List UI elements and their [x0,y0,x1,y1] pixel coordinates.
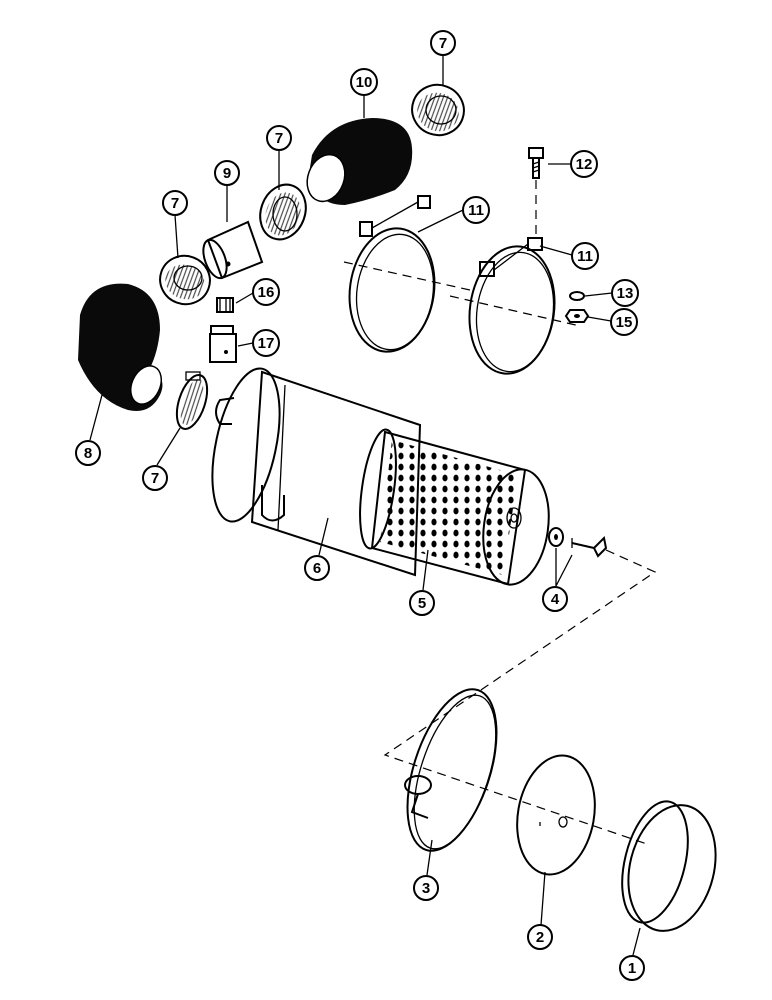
restriction-indicator [209,325,237,363]
callout-label: 7 [171,195,179,212]
air-cleaner-housing [211,367,422,577]
hose-clamp-lower [175,371,209,430]
callout-label: 4 [551,591,560,608]
leader-lines [89,55,641,956]
callout-label: 11 [468,202,484,219]
callout-label: 6 [313,560,321,577]
callout-5: 5 [409,590,435,616]
callout-label: 7 [275,130,283,147]
mounting-band-right [468,237,556,375]
callout-16: 16 [252,278,280,306]
callout-11-left: 11 [462,196,490,224]
callout-3: 3 [413,875,439,901]
callout-17: 17 [252,329,280,357]
callout-label: 5 [418,595,426,612]
dust-cap [621,800,717,932]
callout-4: 4 [542,586,568,612]
callout-label: 12 [576,156,593,173]
callout-6: 6 [304,555,330,581]
baffle-plate [516,754,596,876]
callout-label: 10 [356,74,373,91]
callout-12: 12 [570,150,598,178]
callout-7-middle: 7 [266,125,292,151]
lock-washer [569,291,585,301]
elbow-hose [78,283,163,411]
sleeve [202,220,264,280]
callout-9: 9 [214,160,240,186]
callout-label: 1 [628,960,636,977]
hose-clamp-top [411,83,465,137]
mounting-axis-line-upper [343,261,471,291]
mounting-axis-line-lower [449,295,581,327]
mounting-band-left [348,195,436,353]
hose-clamp-left [159,254,211,306]
straight-hose [306,118,413,205]
callout-label: 3 [422,880,430,897]
callout-label: 15 [616,314,633,331]
callout-7-left: 7 [162,190,188,216]
bolt [528,147,544,179]
callout-label: 13 [617,285,634,302]
callout-2: 2 [527,924,553,950]
assembly-line-filter-to-cap [383,549,657,846]
callout-label: 17 [258,335,275,352]
callout-1: 1 [619,955,645,981]
callout-label: 9 [223,165,231,182]
callout-label: 2 [536,929,544,946]
callout-8: 8 [75,440,101,466]
callout-label: 8 [84,445,92,462]
hex-nut [564,309,590,323]
callout-label: 7 [151,470,159,487]
callout-10: 10 [350,68,378,96]
callout-15: 15 [610,308,638,336]
callout-7-top: 7 [430,30,456,56]
callout-11-right: 11 [571,242,599,270]
clamp-ring [404,688,498,852]
wing-nut-and-washer [548,527,608,558]
callout-7-bottom: 7 [142,465,168,491]
callout-label: 11 [577,248,593,265]
callout-label: 7 [439,35,447,52]
restriction-fitting [216,297,234,313]
hose-clamp-middle [259,183,307,241]
callout-13: 13 [611,279,639,307]
callout-label: 16 [258,284,275,301]
filter-element [359,428,550,586]
